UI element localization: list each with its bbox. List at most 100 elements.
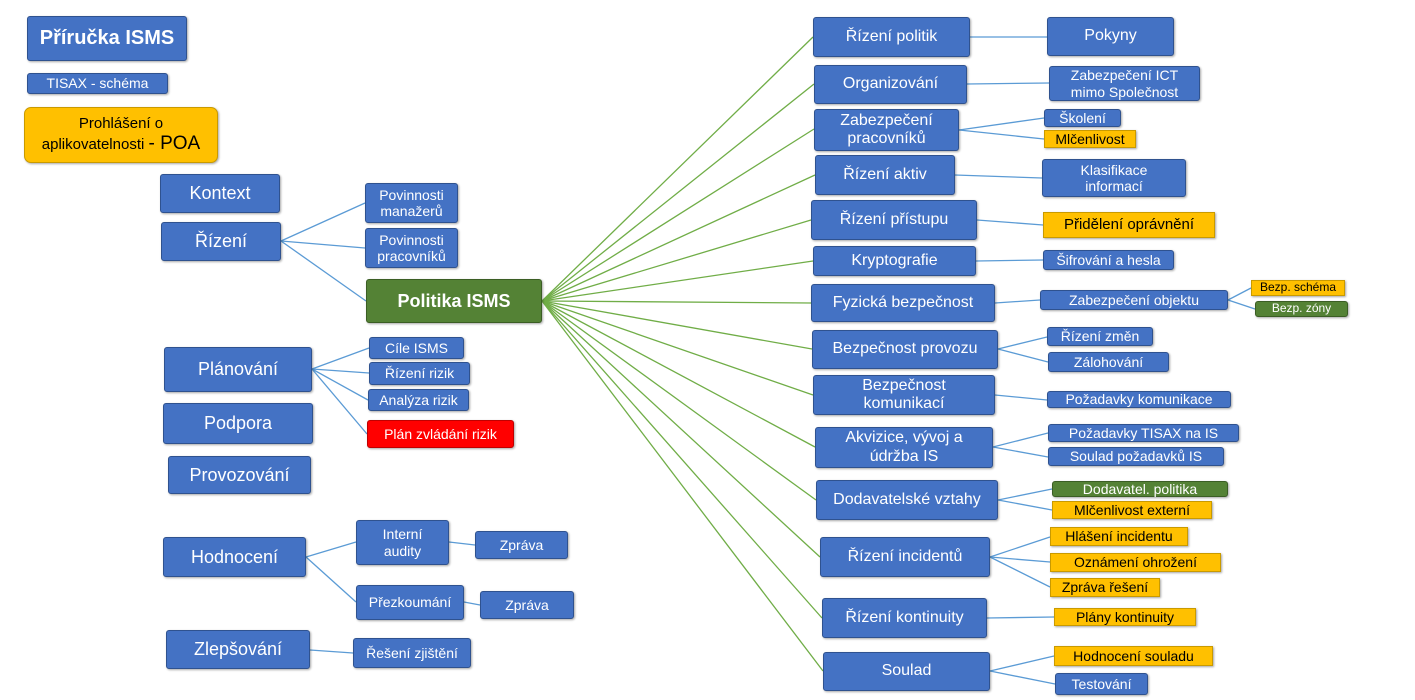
- hub-connector: [541, 300, 817, 501]
- zprava-reseni-node[interactable]: Zpráva řešení: [1050, 578, 1160, 597]
- provozovani-node[interactable]: Provozování: [168, 456, 311, 494]
- povinnosti-pracovniku-node[interactable]: Povinnosti pracovníků: [365, 228, 458, 268]
- soulad-pozadavku-node[interactable]: Soulad požadavků IS: [1048, 447, 1224, 466]
- pozadavky-tisax-node[interactable]: Požadavky TISAX na IS: [1048, 424, 1239, 442]
- left-connector: [311, 368, 368, 435]
- hlaseni-incidentu-node[interactable]: Hlášení incidentu: [1050, 527, 1188, 546]
- left-connector: [463, 601, 481, 606]
- pozadavky-komunikace-node[interactable]: Požadavky komunikace: [1047, 391, 1231, 408]
- poa-line-1: Prohlášení o: [78, 115, 164, 133]
- interni-audity-node[interactable]: Interní audity: [356, 520, 449, 565]
- child-connector: [989, 556, 1051, 563]
- child-connector: [1227, 299, 1256, 310]
- povinnosti-manazeru-line-2: manažerů: [380, 203, 443, 219]
- hub-connector: [541, 300, 813, 350]
- rizeni-politik-node[interactable]: Řízení politik: [813, 17, 970, 57]
- fyzicka-bezpecnost-node[interactable]: Fyzická bezpečnost: [811, 284, 995, 322]
- tisax-schema-link[interactable]: TISAX - schéma: [27, 73, 168, 94]
- hub-connector: [541, 83, 815, 302]
- hub-connector: [541, 174, 816, 302]
- poa-suffix: - POA: [148, 132, 201, 154]
- organizovani-node[interactable]: Organizování: [814, 65, 967, 104]
- cile-isms-node[interactable]: Cíle ISMS: [369, 337, 464, 359]
- politika-isms-node[interactable]: Politika ISMS: [366, 279, 542, 323]
- klasifikace-line-1: Klasifikace: [1080, 161, 1148, 178]
- rizeni-node[interactable]: Řízení: [161, 222, 281, 261]
- hub-connector: [541, 300, 823, 619]
- child-connector: [989, 655, 1055, 672]
- zalohovani-node[interactable]: Zálohování: [1048, 352, 1169, 372]
- child-connector: [1227, 287, 1252, 301]
- pokyny-node[interactable]: Pokyny: [1047, 17, 1174, 56]
- oznameni-ohrozeni-node[interactable]: Oznámení ohrožení: [1050, 553, 1221, 572]
- dodavatelske-vztahy-node[interactable]: Dodavatelské vztahy: [816, 480, 998, 520]
- zabezpeceni-ict-node[interactable]: Zabezpečení ICT mimo Společnost: [1049, 66, 1200, 101]
- zprava-audit-node[interactable]: Zpráva: [475, 531, 568, 559]
- rizeni-rizik-node[interactable]: Řízení rizik: [369, 362, 470, 385]
- plan-zvladani-rizik-node[interactable]: Plán zvládání rizik: [367, 420, 514, 448]
- plany-kontinuity-node[interactable]: Plány kontinuity: [1054, 608, 1196, 626]
- rizeni-aktiv-node[interactable]: Řízení aktiv: [815, 155, 955, 195]
- zabezpeceni-pracovniku-line-2: pracovníků: [847, 130, 926, 147]
- rizeni-incidentu-node[interactable]: Řízení incidentů: [820, 537, 990, 577]
- left-connector: [448, 541, 476, 546]
- zprava-prezkoumani-node[interactable]: Zpráva: [480, 591, 574, 619]
- left-connector: [309, 649, 354, 654]
- analyza-rizik-node[interactable]: Analýza rizik: [368, 389, 469, 411]
- rizeni-kontinuity-node[interactable]: Řízení kontinuity: [822, 598, 987, 638]
- left-connector: [311, 368, 369, 401]
- zabezpeceni-ict-line-1: Zabezpečení ICT: [1070, 67, 1179, 84]
- sifrovani-a-hesla-node[interactable]: Šifrování a hesla: [1043, 250, 1174, 270]
- hub-connector: [541, 300, 812, 304]
- akvizice-node[interactable]: Akvizice, vývoj a údržba IS: [815, 427, 993, 468]
- child-connector: [958, 117, 1045, 131]
- prideleni-opravneni-node[interactable]: Přidělení oprávnění: [1043, 212, 1215, 238]
- left-connector: [305, 556, 357, 603]
- dodavatel-politika-node[interactable]: Dodavatel. politika: [1052, 481, 1228, 497]
- planovani-node[interactable]: Plánování: [164, 347, 312, 392]
- povinnosti-manazeru-line-1: Povinnosti: [379, 186, 444, 203]
- hub-connector: [541, 219, 812, 302]
- child-connector: [997, 336, 1048, 350]
- isms-handbook-title[interactable]: Příručka ISMS: [27, 16, 187, 61]
- hodnoceni-node[interactable]: Hodnocení: [163, 537, 306, 577]
- hodnoceni-souladu-node[interactable]: Hodnocení souladu: [1054, 646, 1213, 666]
- child-connector: [986, 616, 1055, 619]
- mlcenlivost-node[interactable]: Mlčenlivost: [1044, 130, 1136, 148]
- skoleni-node[interactable]: Školení: [1044, 109, 1121, 127]
- child-connector: [992, 432, 1049, 448]
- mlcenlivost-externi-node[interactable]: Mlčenlivost externí: [1052, 501, 1212, 519]
- child-connector: [958, 129, 1045, 140]
- reseni-zjisteni-node[interactable]: Řešení zjištění: [353, 638, 471, 668]
- left-connector: [280, 240, 367, 302]
- prezkoumani-node[interactable]: Přezkoumání: [356, 585, 464, 620]
- bezpecnost-komunikaci-node[interactable]: Bezpečnost komunikací: [813, 375, 995, 415]
- kontext-node[interactable]: Kontext: [160, 174, 280, 213]
- zabezpeceni-pracovniku-node[interactable]: Zabezpečení pracovníků: [814, 109, 959, 151]
- rizeni-zmen-node[interactable]: Řízení změn: [1047, 327, 1153, 346]
- podpora-node[interactable]: Podpora: [163, 403, 313, 444]
- child-connector: [975, 259, 1044, 262]
- kryptografie-node[interactable]: Kryptografie: [813, 246, 976, 276]
- akvizice-line-1: Akvizice, vývoj a: [845, 429, 963, 447]
- poa-box[interactable]: Prohlášení o aplikovatelnosti - POA: [24, 107, 218, 163]
- child-connector: [994, 394, 1048, 401]
- hub-connector: [541, 300, 814, 396]
- child-connector: [976, 219, 1044, 226]
- zabezpeceni-objektu-node[interactable]: Zabezpečení objektu: [1040, 290, 1228, 310]
- zabezpeceni-ict-line-2: mimo Společnost: [1070, 83, 1179, 100]
- testovani-node[interactable]: Testování: [1055, 673, 1148, 695]
- hub-connector: [541, 300, 816, 448]
- hub-connector: [541, 260, 814, 302]
- klasifikace-informaci-node[interactable]: Klasifikace informací: [1042, 159, 1186, 197]
- bezp-schema-node[interactable]: Bezp. schéma: [1251, 280, 1345, 296]
- bezpecnost-provozu-node[interactable]: Bezpečnost provozu: [812, 330, 998, 369]
- zabezpeceni-pracovniku-line-1: Zabezpečení: [840, 111, 933, 129]
- soulad-node[interactable]: Soulad: [823, 652, 990, 691]
- povinnosti-manazeru-node[interactable]: Povinnosti manažerů: [365, 183, 458, 223]
- child-connector: [994, 299, 1041, 304]
- hub-connector: [541, 300, 821, 558]
- zlepsovani-node[interactable]: Zlepšování: [166, 630, 310, 669]
- rizeni-pristupu-node[interactable]: Řízení přístupu: [811, 200, 977, 240]
- bezp-zony-node[interactable]: Bezp. zóny: [1255, 301, 1348, 317]
